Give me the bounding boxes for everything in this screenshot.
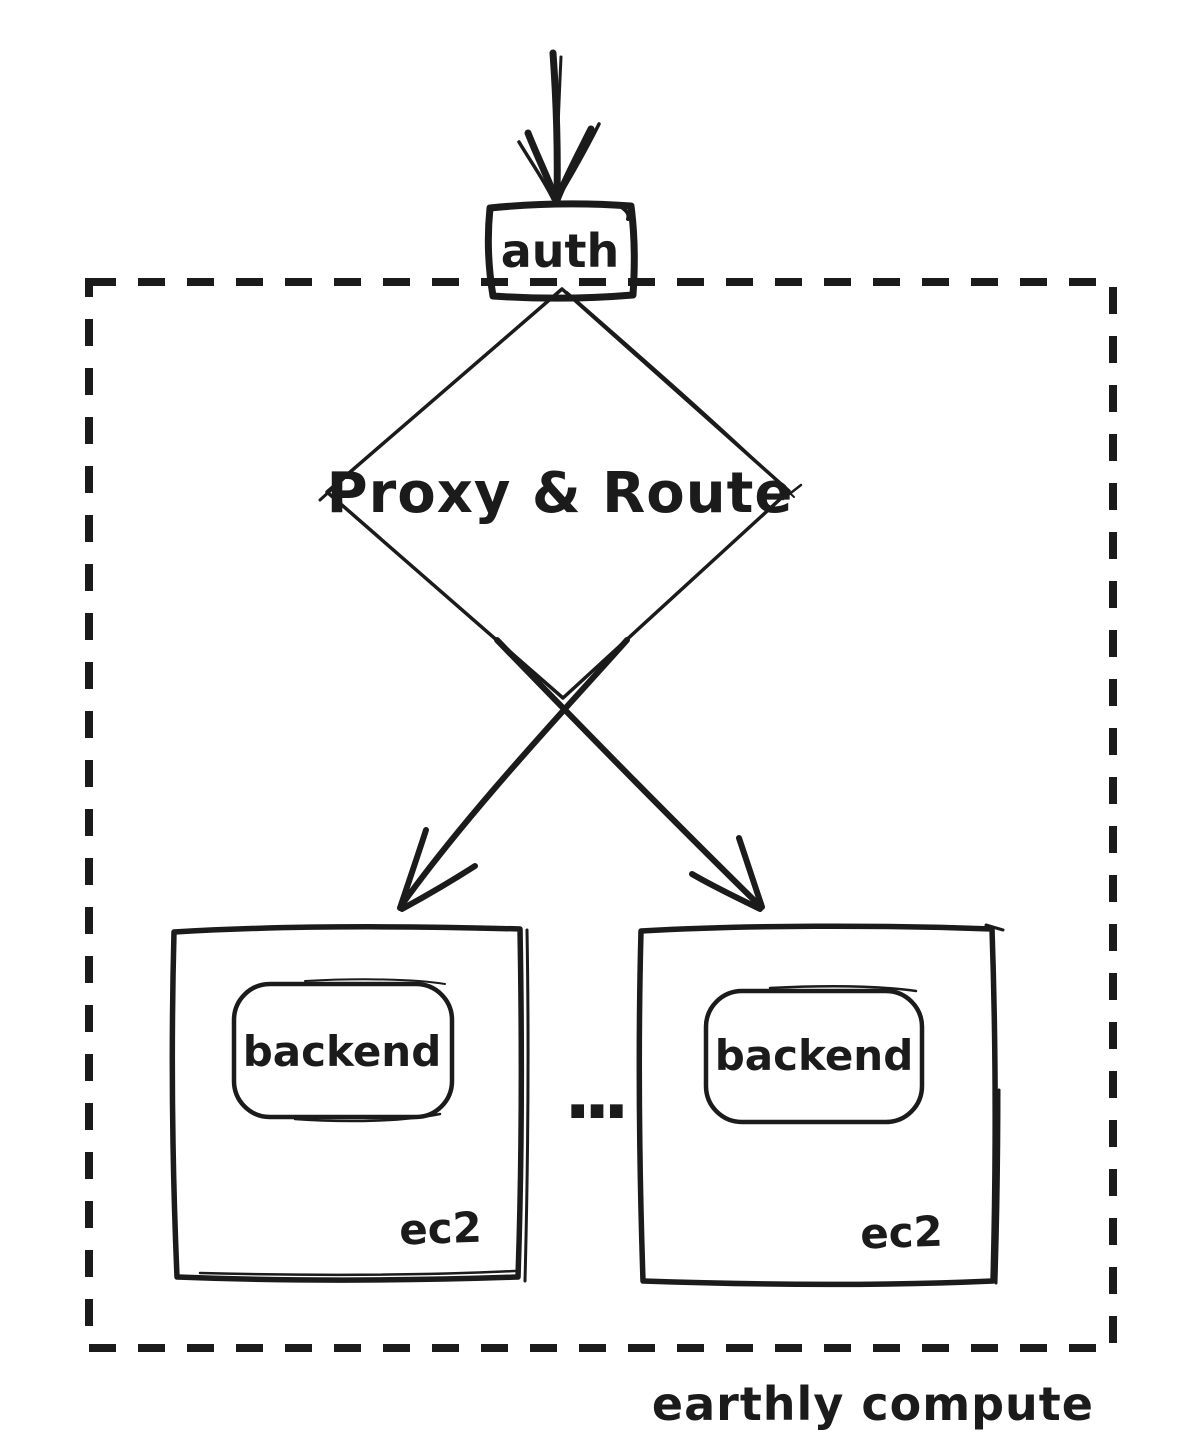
backend-box-right bbox=[703, 988, 925, 1125]
backend-label-right: backend bbox=[715, 1031, 914, 1080]
backend-box-left bbox=[231, 981, 455, 1120]
auth-label: auth bbox=[501, 224, 620, 278]
ec2-instance-right: backend ec2 bbox=[636, 923, 1005, 1288]
earthly-compute-boundary bbox=[85, 278, 1117, 1352]
ec2-instance-left: backend ec2 bbox=[169, 923, 530, 1283]
proxy-route-diamond bbox=[325, 287, 791, 700]
arrow-to-right-instance bbox=[494, 637, 765, 912]
arrow-to-left-instance bbox=[397, 637, 630, 912]
earthly-compute-label: earthly compute bbox=[652, 1377, 1094, 1431]
auth-box bbox=[484, 200, 638, 302]
auth-node: auth bbox=[484, 200, 638, 302]
proxy-route-label: Proxy & Route bbox=[327, 461, 794, 526]
incoming-arrow bbox=[517, 49, 601, 204]
ellipsis-label: ... bbox=[564, 1051, 623, 1135]
ec2-box-left bbox=[169, 923, 525, 1283]
proxy-route-node: Proxy & Route bbox=[318, 287, 803, 700]
ec2-label-right: ec2 bbox=[859, 1207, 943, 1259]
ec2-box-right bbox=[636, 923, 998, 1288]
ec2-label-left: ec2 bbox=[398, 1203, 482, 1255]
backend-label-left: backend bbox=[243, 1027, 442, 1076]
